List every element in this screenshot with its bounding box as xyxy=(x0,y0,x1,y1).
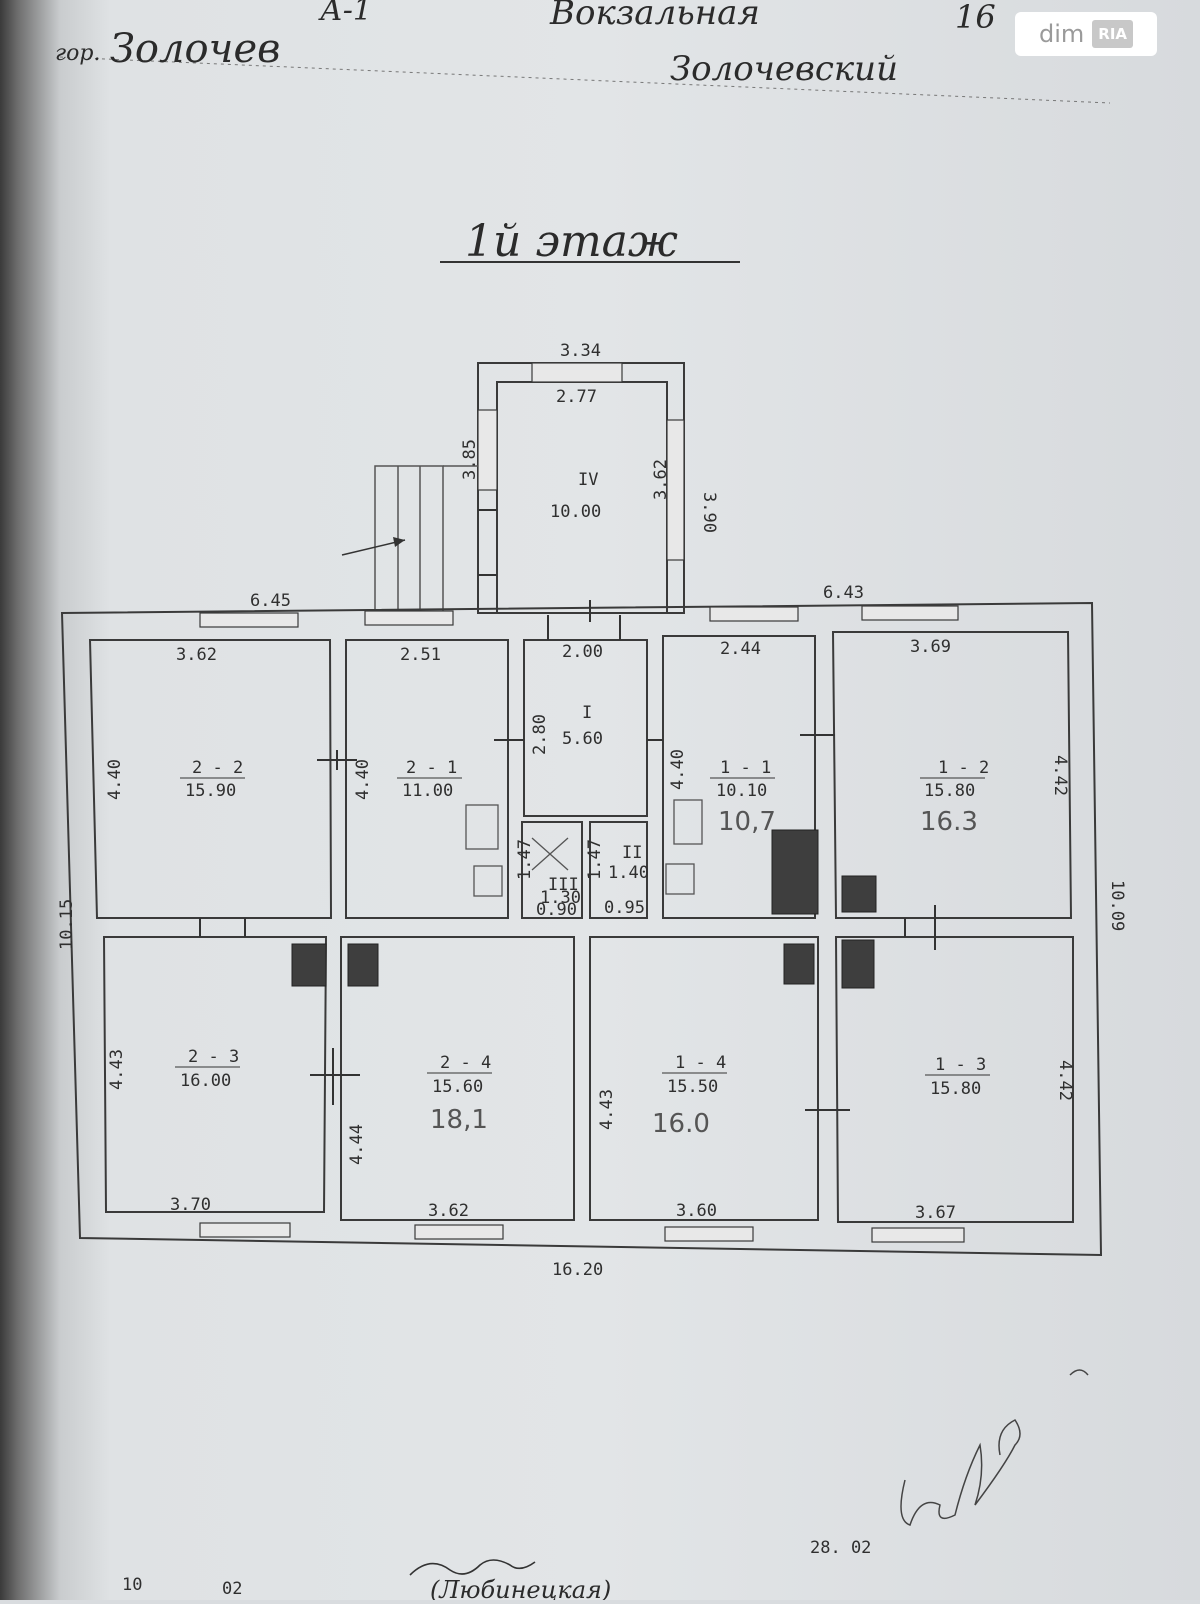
room-1-2-area: 15.80 xyxy=(924,781,975,801)
room-2-4-pencil-area: 18,1 xyxy=(430,1105,488,1135)
footer-signature-scribble xyxy=(409,1559,536,1576)
annex-dim-right-outer: 3.90 xyxy=(699,492,719,533)
annex-dim-top: 3.34 xyxy=(560,341,601,361)
door-marks xyxy=(199,600,936,1111)
room-1-2-pencil-area: 16.3 xyxy=(920,807,978,837)
header-number: 16 xyxy=(955,0,996,36)
top-windows xyxy=(199,605,959,628)
room-2-1-number: 2 - 1 xyxy=(406,758,457,778)
room-2-1 xyxy=(345,639,509,919)
header-rule xyxy=(59,56,1111,104)
room-ii-dim-a: 1.47 xyxy=(585,839,605,880)
room-1-4-dim-side: 4.43 xyxy=(597,1089,617,1130)
room-1-2 xyxy=(831,631,1073,919)
annex-dim-right-inner: 3.62 xyxy=(651,459,671,500)
room-1-1-dim-side: 4.40 xyxy=(668,749,688,790)
header-city-prefix: гор. xyxy=(55,41,100,66)
room-1-3 xyxy=(834,936,1074,1223)
header-district: Золочевский xyxy=(670,49,898,89)
room-2-2 xyxy=(88,639,333,919)
annex-room-area: 10.00 xyxy=(550,502,601,522)
room-1-2-dim-top: 3.69 xyxy=(910,637,951,657)
room-2-2-area: 15.90 xyxy=(185,781,236,801)
room-1-1-number: 1 - 1 xyxy=(720,758,771,778)
room-1-3-number: 1 - 3 xyxy=(935,1055,986,1075)
room-2-4-area: 15.60 xyxy=(432,1077,483,1097)
room-2-3-number: 2 - 3 xyxy=(188,1047,239,1067)
room-1-4-pencil-area: 16.0 xyxy=(652,1109,710,1139)
header-letter: А-1 xyxy=(318,0,372,28)
outer-dim-left: 10.15 xyxy=(57,899,77,950)
room-1-4 xyxy=(589,936,819,1221)
footer-left-a: 10 xyxy=(122,1575,142,1595)
room-1-1-area: 10.10 xyxy=(716,781,767,801)
room-1-4-dim-bottom: 3.60 xyxy=(676,1201,717,1221)
outer-dim-bottom: 16.20 xyxy=(552,1260,603,1280)
plan-title: 1й этаж xyxy=(465,216,678,267)
room-1-3-dim-side: 4.42 xyxy=(1055,1060,1075,1101)
footer-left-b: 02 xyxy=(222,1579,242,1599)
header-street: Вокзальная xyxy=(549,0,760,33)
room-i-area: 5.60 xyxy=(562,729,603,749)
fixture-icons xyxy=(465,799,703,897)
watermark-dim: dim xyxy=(1038,20,1085,48)
room-2-2-dim-top: 3.62 xyxy=(176,645,217,665)
room-2-3-area: 16.00 xyxy=(180,1071,231,1091)
bottom-windows xyxy=(199,1222,965,1243)
room-2-2-number: 2 - 2 xyxy=(192,758,243,778)
room-iii-number: III xyxy=(548,875,579,895)
room-2-3-dim-bottom: 3.70 xyxy=(170,1195,211,1215)
room-2-1-dim-top: 2.51 xyxy=(400,645,441,665)
room-iii-area: 1.30 xyxy=(540,888,581,908)
room-i-number: I xyxy=(582,703,592,723)
footer-signature xyxy=(900,1419,1021,1526)
footer-signature-line: (Любинецкая) xyxy=(430,1576,611,1600)
room-2-1-dim-side: 4.40 xyxy=(353,759,373,800)
room-1-1-pencil-area: 10,7 xyxy=(718,807,776,837)
room-i xyxy=(523,639,648,817)
annex-dim-inner-top: 2.77 xyxy=(556,387,597,407)
room-iii-dim-a: 1.47 xyxy=(515,839,535,880)
room-ii-dim-b: 0.95 xyxy=(604,898,645,918)
room-1-2-dim-side: 4.42 xyxy=(1050,755,1070,796)
room-2-4 xyxy=(340,936,575,1221)
room-1-2-number: 1 - 2 xyxy=(938,758,989,778)
room-2-3 xyxy=(102,936,328,1213)
room-2-1-area: 11.00 xyxy=(402,781,453,801)
room-2-3-dim-side: 4.43 xyxy=(107,1049,127,1090)
stove-icons xyxy=(291,829,877,989)
room-1-4-area: 15.50 xyxy=(667,1077,718,1097)
room-ii-number: II xyxy=(622,843,642,863)
room-2-4-dim-side: 4.44 xyxy=(347,1124,367,1165)
room-2-4-number: 2 - 4 xyxy=(440,1053,491,1073)
room-iii xyxy=(521,821,583,919)
entrance-stairs xyxy=(341,465,478,613)
room-ii xyxy=(589,821,648,919)
room-2-4-dim-bottom: 3.62 xyxy=(428,1201,469,1221)
watermark-ria: RIA xyxy=(1092,20,1134,48)
outer-dim-top-right: 6.43 xyxy=(823,583,864,603)
room-ii-area: 1.40 xyxy=(608,863,649,883)
footer-mark xyxy=(1069,1369,1089,1376)
outer-dim-top-left: 6.45 xyxy=(250,591,291,611)
outer-dim-right: 10.09 xyxy=(1107,880,1127,931)
room-1-4-number: 1 - 4 xyxy=(675,1053,726,1073)
footer-date: 28. 02 xyxy=(810,1538,871,1558)
room-2-2-dim-side: 4.40 xyxy=(105,759,125,800)
room-i-dim-top: 2.00 xyxy=(562,642,603,662)
header-city: Золочев xyxy=(110,26,280,72)
annex-room-iv xyxy=(477,362,685,614)
annex-room-number: IV xyxy=(578,470,598,490)
room-1-1-dim-top: 2.44 xyxy=(720,639,761,659)
annex-dim-left: 3.85 xyxy=(460,439,480,480)
room-1-3-area: 15.80 xyxy=(930,1079,981,1099)
room-1-1 xyxy=(662,635,816,919)
watermark-logo: dim RIA xyxy=(1015,12,1157,56)
room-iii-dim-b: 0.90 xyxy=(536,900,577,920)
building-outer-walls xyxy=(60,601,1103,1257)
room-i-dim-side: 2.80 xyxy=(530,714,550,755)
room-1-3-dim-bottom: 3.67 xyxy=(915,1203,956,1223)
